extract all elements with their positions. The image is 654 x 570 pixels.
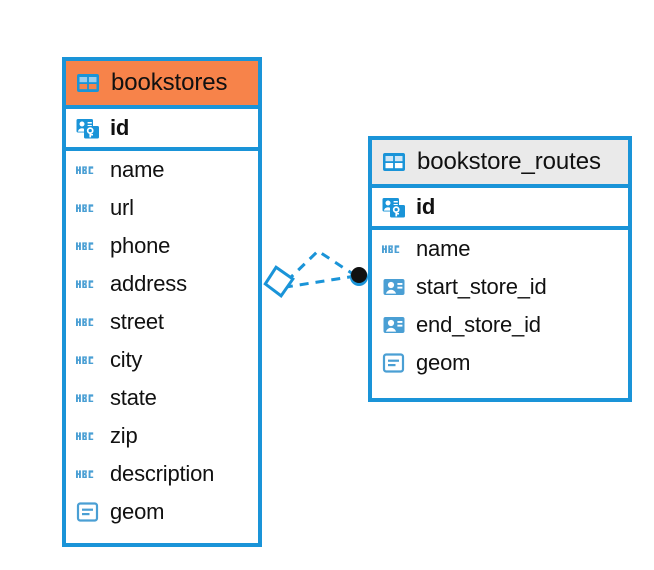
abc-text-icon (381, 236, 407, 262)
foreign-key-icon (381, 274, 407, 300)
foreign-key-icon (381, 312, 407, 338)
entity-header-bookstores[interactable]: bookstores (66, 61, 258, 109)
field-label: street (110, 309, 164, 334)
geometry-icon (75, 499, 101, 525)
primary-key-icon (75, 115, 101, 141)
relationship-line-upper (286, 249, 357, 282)
entity-bookstore-routes[interactable]: bookstore_routes (368, 136, 632, 402)
field-row-description[interactable]: description (66, 455, 258, 493)
filled-circle-marker (350, 267, 368, 286)
field-label: id (416, 194, 436, 219)
field-label: geom (416, 350, 471, 375)
field-row-start-store-id[interactable]: start_store_id (372, 268, 628, 306)
field-row-id[interactable]: id (66, 109, 258, 147)
field-label: start_store_id (416, 274, 547, 299)
abc-text-icon (75, 195, 101, 221)
field-row-url[interactable]: url (66, 189, 258, 227)
primary-key-icon (381, 194, 407, 220)
entity-bookstores[interactable]: bookstores id (62, 57, 262, 547)
field-list-bookstore-routes: name start_store_id (372, 230, 628, 382)
field-label: zip (110, 423, 138, 448)
field-list-bookstores: name url (66, 151, 258, 531)
field-label: url (110, 195, 134, 220)
field-label: city (110, 347, 143, 372)
field-row-name[interactable]: name (66, 151, 258, 189)
entity-title: bookstore_routes (417, 148, 601, 175)
field-row-city[interactable]: city (66, 341, 258, 379)
table-icon (75, 70, 101, 96)
field-label: name (416, 236, 471, 261)
abc-text-icon (75, 157, 101, 183)
field-row-phone[interactable]: phone (66, 227, 258, 265)
field-row-name[interactable]: name (372, 230, 628, 268)
abc-text-icon (75, 385, 101, 411)
field-row-zip[interactable]: zip (66, 417, 258, 455)
abc-text-icon (75, 461, 101, 487)
abc-text-icon (75, 347, 101, 373)
key-section: id (66, 109, 258, 151)
key-section: id (372, 188, 628, 230)
field-row-geom[interactable]: geom (66, 493, 258, 531)
field-label: end_store_id (416, 312, 541, 337)
field-row-address[interactable]: address (66, 265, 258, 303)
field-row-end-store-id[interactable]: end_store_id (372, 306, 628, 344)
field-label: phone (110, 233, 171, 258)
field-row-geom[interactable]: geom (372, 344, 628, 382)
field-label: id (110, 115, 130, 140)
relationship-line-lower (285, 274, 357, 289)
field-row-id[interactable]: id (372, 188, 628, 226)
abc-text-icon (75, 423, 101, 449)
field-label: geom (110, 499, 165, 524)
table-icon (381, 149, 407, 175)
abc-text-icon (75, 233, 101, 259)
entity-title: bookstores (111, 69, 228, 96)
field-label: name (110, 157, 165, 182)
open-diamond-marker (263, 265, 295, 298)
geometry-icon (381, 350, 407, 376)
abc-text-icon (75, 271, 101, 297)
field-label: description (110, 461, 215, 486)
field-label: address (110, 271, 187, 296)
entity-header-bookstore-routes[interactable]: bookstore_routes (372, 140, 628, 188)
field-label: state (110, 385, 157, 410)
field-row-street[interactable]: street (66, 303, 258, 341)
abc-text-icon (75, 309, 101, 335)
field-row-state[interactable]: state (66, 379, 258, 417)
